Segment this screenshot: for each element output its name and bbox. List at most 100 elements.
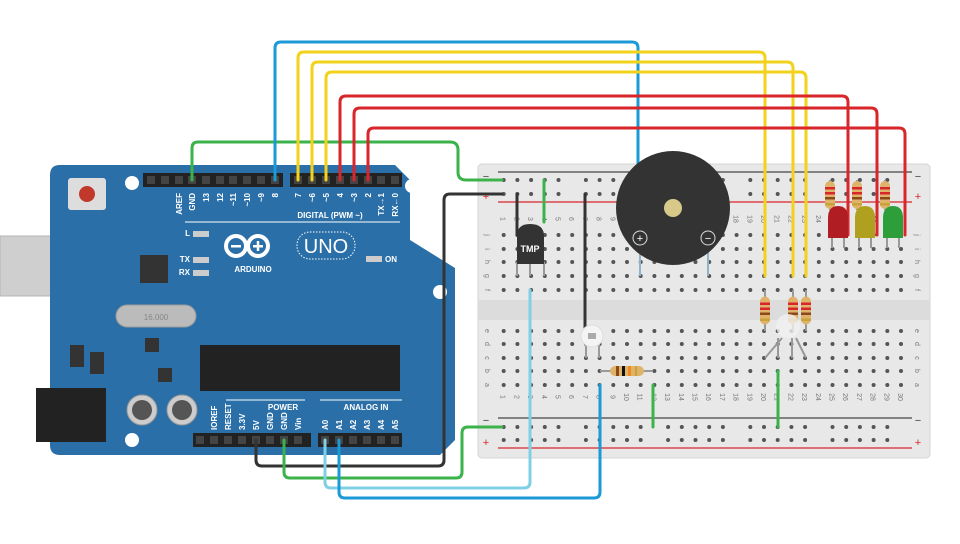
- breadboard-hole[interactable]: [885, 329, 890, 333]
- breadboard-hole[interactable]: [720, 288, 725, 292]
- breadboard-hole[interactable]: [570, 342, 575, 346]
- breadboard-hole[interactable]: [666, 383, 671, 387]
- breadboard-hole[interactable]: [570, 329, 575, 333]
- temperature-sensor[interactable]: TMP: [516, 224, 545, 276]
- breadboard-hole[interactable]: [844, 274, 849, 278]
- header-pin[interactable]: [224, 436, 232, 444]
- breadboard-hole[interactable]: [707, 369, 712, 373]
- breadboard-hole[interactable]: [625, 288, 629, 292]
- rail-hole[interactable]: [857, 178, 862, 182]
- wire-pin6-yellow[interactable]: [310, 60, 795, 278]
- breadboard-hole[interactable]: [885, 288, 890, 292]
- rail-hole[interactable]: [515, 438, 520, 442]
- breadboard-hole[interactable]: [899, 342, 903, 346]
- header-pin[interactable]: [391, 176, 399, 184]
- breadboard-hole[interactable]: [871, 342, 876, 346]
- breadboard-hole[interactable]: [844, 260, 849, 264]
- breadboard-hole[interactable]: [693, 260, 698, 264]
- header-pin[interactable]: [363, 436, 371, 444]
- header-pin[interactable]: [349, 436, 357, 444]
- breadboard-hole[interactable]: [830, 274, 835, 278]
- rail-hole[interactable]: [611, 178, 616, 182]
- rail-hole[interactable]: [583, 425, 588, 429]
- breadboard-hole[interactable]: [720, 383, 725, 387]
- breadboard-hole[interactable]: [515, 288, 520, 292]
- breadboard-hole[interactable]: [501, 288, 506, 292]
- breadboard-hole[interactable]: [748, 274, 753, 278]
- breadboard-hole[interactable]: [570, 247, 575, 251]
- photoresistor[interactable]: [580, 324, 604, 358]
- breadboard-hole[interactable]: [625, 342, 629, 346]
- breadboard-hole[interactable]: [748, 383, 753, 387]
- breadboard-hole[interactable]: [899, 356, 903, 360]
- breadboard-hole[interactable]: [720, 247, 725, 251]
- breadboard-hole[interactable]: [542, 356, 547, 360]
- breadboard-hole[interactable]: [871, 383, 876, 387]
- breadboard-hole[interactable]: [501, 247, 506, 251]
- breadboard-hole[interactable]: [556, 247, 561, 251]
- breadboard-hole[interactable]: [885, 369, 890, 373]
- header-pin[interactable]: [238, 436, 246, 444]
- rail-hole[interactable]: [830, 425, 835, 429]
- wire-a0-lightblue[interactable]: [323, 288, 532, 490]
- wire-pin7-yellow[interactable]: [296, 50, 767, 278]
- led-green[interactable]: [883, 206, 903, 248]
- breadboard-hole[interactable]: [830, 383, 835, 387]
- rail-hole[interactable]: [542, 425, 547, 429]
- breadboard-hole[interactable]: [857, 288, 862, 292]
- breadboard-hole[interactable]: [857, 329, 862, 333]
- rail-hole[interactable]: [515, 425, 520, 429]
- rail-hole[interactable]: [556, 438, 561, 442]
- breadboard-hole[interactable]: [501, 383, 506, 387]
- breadboard-hole[interactable]: [597, 274, 602, 278]
- rail-hole[interactable]: [583, 178, 588, 182]
- breadboard-hole[interactable]: [693, 329, 698, 333]
- header-pin[interactable]: [216, 176, 224, 184]
- breadboard-hole[interactable]: [816, 233, 821, 237]
- breadboard-hole[interactable]: [679, 274, 684, 278]
- breadboard-hole[interactable]: [844, 329, 849, 333]
- wire-pin5-yellow[interactable]: [324, 70, 808, 278]
- breadboard-hole[interactable]: [693, 274, 698, 278]
- piezo-buzzer[interactable]: + −: [616, 151, 730, 276]
- breadboard-hole[interactable]: [707, 288, 712, 292]
- rail-hole[interactable]: [748, 425, 753, 429]
- rail-hole[interactable]: [679, 425, 684, 429]
- breadboard-hole[interactable]: [899, 383, 903, 387]
- breadboard-hole[interactable]: [556, 369, 561, 373]
- header-pin[interactable]: [377, 436, 385, 444]
- breadboard-hole[interactable]: [583, 383, 588, 387]
- breadboard-hole[interactable]: [762, 383, 766, 387]
- rail-hole[interactable]: [803, 425, 808, 429]
- breadboard-hole[interactable]: [857, 274, 862, 278]
- breadboard-hole[interactable]: [775, 247, 780, 251]
- breadboard-hole[interactable]: [666, 288, 671, 292]
- breadboard-hole[interactable]: [871, 356, 876, 360]
- rail-hole[interactable]: [529, 178, 534, 182]
- breadboard-hole[interactable]: [720, 329, 725, 333]
- breadboard-hole[interactable]: [803, 369, 808, 373]
- rail-hole[interactable]: [556, 192, 561, 196]
- resistor-led[interactable]: [825, 180, 835, 210]
- rail-hole[interactable]: [625, 438, 629, 442]
- breadboard-hole[interactable]: [556, 260, 561, 264]
- rail-hole[interactable]: [707, 425, 712, 429]
- breadboard-hole[interactable]: [844, 356, 849, 360]
- rail-hole[interactable]: [871, 438, 876, 442]
- breadboard-hole[interactable]: [611, 356, 616, 360]
- header-pin[interactable]: [294, 436, 302, 444]
- rail-hole[interactable]: [693, 425, 698, 429]
- breadboard-hole[interactable]: [899, 260, 903, 264]
- wire-5v-black[interactable]: [254, 192, 504, 468]
- breadboard-hole[interactable]: [515, 329, 520, 333]
- rail-hole[interactable]: [666, 425, 671, 429]
- breadboard-hole[interactable]: [556, 288, 561, 292]
- wire-pin4-red[interactable]: [338, 94, 850, 237]
- breadboard-hole[interactable]: [666, 329, 671, 333]
- breadboard-hole[interactable]: [734, 342, 739, 346]
- breadboard-hole[interactable]: [857, 356, 862, 360]
- breadboard-hole[interactable]: [570, 260, 575, 264]
- rail-hole[interactable]: [748, 192, 753, 196]
- breadboard-hole[interactable]: [570, 233, 575, 237]
- breadboard-hole[interactable]: [734, 247, 739, 251]
